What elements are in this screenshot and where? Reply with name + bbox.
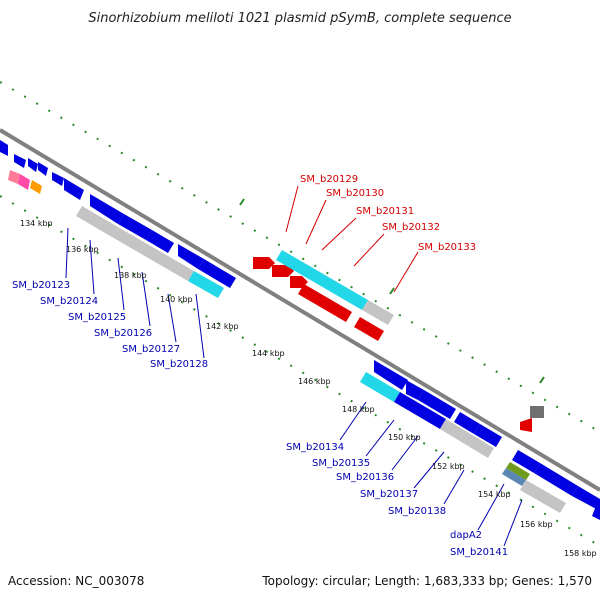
outer-tick-marks bbox=[239, 198, 545, 384]
gene-pink bbox=[8, 170, 20, 184]
accession-text: Accession: NC_003078 bbox=[8, 574, 144, 588]
gene-label[interactable]: SM_b20125 bbox=[68, 312, 126, 323]
gene-rev bbox=[454, 412, 480, 434]
tick-labels: 134 kbp 136 kbp 138 kbp 140 kbp 142 kbp … bbox=[20, 219, 597, 558]
gene-fwd-long bbox=[298, 284, 352, 322]
tick-label: 156 kbp bbox=[520, 520, 553, 529]
gene-rev bbox=[374, 360, 408, 390]
gene-fwd bbox=[272, 265, 294, 277]
gene-label[interactable]: SM_b20128 bbox=[150, 359, 208, 370]
label-leaders bbox=[65, 185, 523, 547]
gene-label[interactable]: SM_b20131 bbox=[356, 206, 414, 217]
gene-label[interactable]: SM_b20133 bbox=[418, 242, 476, 253]
gene-rev bbox=[418, 390, 456, 419]
forward-genes bbox=[253, 250, 544, 432]
gene-label[interactable]: SM_b20126 bbox=[94, 328, 152, 339]
gene-rev bbox=[52, 172, 64, 186]
gene-rev bbox=[572, 486, 600, 511]
gene-label[interactable]: SM_b20123 bbox=[12, 280, 70, 291]
tick-label: 144 kbp bbox=[252, 349, 285, 358]
gene-rev bbox=[64, 178, 84, 200]
gene-grey bbox=[520, 480, 566, 513]
gene-cyan bbox=[276, 250, 368, 310]
gene-label[interactable]: SM_b20134 bbox=[286, 442, 344, 453]
gene-rev bbox=[474, 424, 502, 447]
reverse-gene-labels: SM_b20123 SM_b20124 SM_b20125 SM_b20126 … bbox=[12, 280, 508, 558]
gene-rev bbox=[592, 506, 600, 520]
map-title: Sinorhizobium meliloti 1021 plasmid pSym… bbox=[88, 11, 511, 26]
tick-label: 134 kbp bbox=[20, 219, 53, 228]
gene-rev bbox=[14, 154, 26, 168]
gene-rev bbox=[146, 230, 174, 253]
gene-rev bbox=[90, 194, 124, 224]
gene-grey bbox=[76, 206, 118, 237]
gene-rev bbox=[118, 214, 152, 240]
gene-rev bbox=[394, 392, 446, 429]
tick-label: 158 kbp bbox=[564, 549, 597, 558]
gene-cyan bbox=[360, 372, 400, 402]
gene-label[interactable]: SM_b20135 bbox=[312, 458, 370, 469]
tick-label: 154 kbp bbox=[478, 490, 511, 499]
tick-label: 152 kbp bbox=[432, 462, 465, 471]
gene-label[interactable]: SM_b20130 bbox=[326, 188, 384, 199]
gene-label[interactable]: SM_b20127 bbox=[122, 344, 180, 355]
gene-orange bbox=[30, 180, 42, 194]
gene-grey bbox=[440, 419, 474, 446]
gene-fwd-small bbox=[520, 418, 532, 432]
gene-rev bbox=[198, 259, 236, 288]
gene-label[interactable]: SM_b20129 bbox=[300, 174, 358, 185]
gene-label[interactable]: SM_b20137 bbox=[360, 489, 418, 500]
gene-label[interactable]: SM_b20141 bbox=[450, 547, 508, 558]
genome-stats-text: Topology: circular; Length: 1,683,333 bp… bbox=[261, 574, 592, 588]
gene-label[interactable]: SM_b20124 bbox=[40, 296, 98, 307]
gene-grey bbox=[162, 256, 194, 281]
gene-rev bbox=[534, 463, 578, 496]
genome-backbone bbox=[0, 128, 600, 492]
gene-label[interactable]: SM_b20132 bbox=[382, 222, 440, 233]
gene-rev bbox=[38, 162, 48, 176]
tick-label: 146 kbp bbox=[298, 377, 331, 386]
gene-grey-small bbox=[530, 406, 544, 418]
gene-grey bbox=[362, 300, 394, 325]
forward-gene-labels: SM_b20129 SM_b20130 SM_b20131 SM_b20132 … bbox=[300, 174, 476, 253]
tick-label: 136 kbp bbox=[66, 245, 99, 254]
gene-label[interactable]: SM_b20138 bbox=[388, 506, 446, 517]
gene-pink bbox=[18, 174, 30, 190]
gene-steel bbox=[502, 468, 526, 486]
reverse-genes bbox=[0, 140, 600, 520]
gene-fwd bbox=[253, 257, 275, 269]
tick-label: 148 kbp bbox=[342, 405, 375, 414]
tick-label: 138 kbp bbox=[114, 271, 147, 280]
gene-olive bbox=[506, 462, 530, 480]
gene-rev bbox=[406, 380, 424, 400]
gene-rev bbox=[178, 244, 204, 269]
tick-label: 150 kbp bbox=[388, 433, 421, 442]
gene-label[interactable]: SM_b20136 bbox=[336, 472, 394, 483]
tick-label: 140 kbp bbox=[160, 295, 193, 304]
gene-grey bbox=[468, 436, 494, 458]
gene-fwd bbox=[354, 317, 384, 341]
gene-rev bbox=[28, 158, 38, 172]
gene-cyan bbox=[188, 271, 224, 298]
gene-grey bbox=[112, 227, 168, 266]
tick-label: 142 kbp bbox=[206, 322, 239, 331]
gene-rev bbox=[512, 450, 540, 473]
gene-label[interactable]: dapA2 bbox=[450, 530, 482, 541]
gene-rev bbox=[0, 140, 8, 156]
